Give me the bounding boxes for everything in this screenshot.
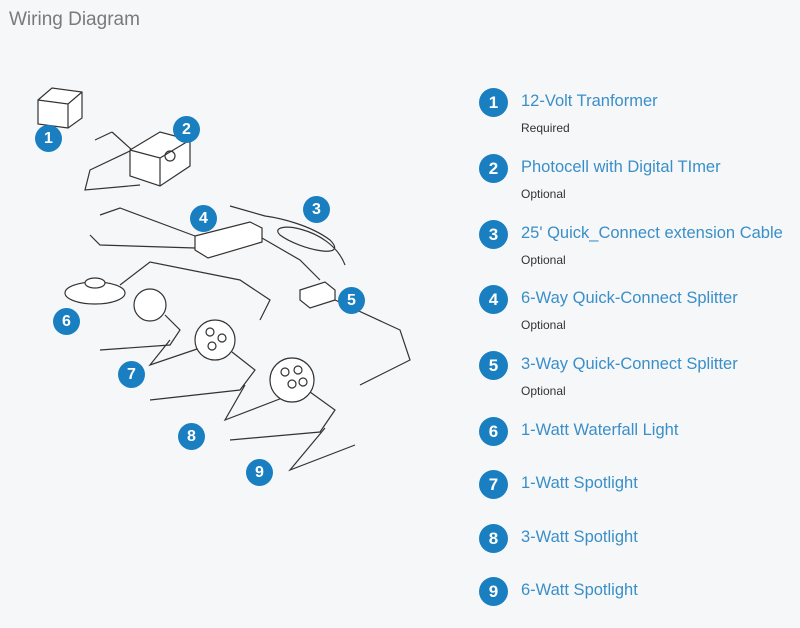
number-badge: 7 [479, 470, 508, 499]
number-badge: 5 [479, 351, 508, 380]
spotlight-6w-drawing [229, 357, 356, 472]
item-name-link[interactable]: 1-Watt Spotlight [521, 474, 638, 492]
item-name-link[interactable]: 3-Watt Spotlight [521, 528, 638, 546]
splitter-3way-drawing [299, 281, 411, 386]
item-requirement: Optional [521, 187, 566, 201]
waterfall-light-drawing [64, 261, 271, 321]
diagram-marker-2: 2 [173, 116, 200, 143]
item-requirement: Optional [521, 318, 566, 332]
splitter-6way-drawing [89, 207, 321, 281]
item-name-link[interactable]: 12-Volt Tranformer [521, 92, 658, 110]
item-requirement: Optional [521, 384, 566, 398]
item-name-link[interactable]: 6-Way Quick-Connect Splitter [521, 289, 738, 307]
item-name-link[interactable]: 6-Watt Spotlight [521, 581, 638, 599]
photocell-timer-drawing [129, 131, 191, 187]
spotlight-1w-drawing [99, 288, 201, 367]
spotlight-3w-drawing [149, 319, 291, 422]
number-badge: 9 [479, 577, 508, 606]
item-name-link[interactable]: 3-Way Quick-Connect Splitter [521, 355, 738, 373]
item-name-link[interactable]: 25' Quick_Connect extension Cable [521, 224, 783, 242]
diagram-marker-7: 7 [118, 361, 145, 388]
diagram-marker-6: 6 [53, 308, 80, 335]
diagram-marker-4: 4 [190, 205, 217, 232]
item-name-link[interactable]: 1-Watt Waterfall Light [521, 421, 679, 439]
diagram-marker-5: 5 [338, 287, 365, 314]
number-badge: 3 [479, 220, 508, 249]
transformer-drawing [37, 87, 141, 191]
number-badge: 1 [479, 88, 508, 117]
item-requirement: Optional [521, 253, 566, 267]
diagram-marker-9: 9 [246, 459, 273, 486]
item-name-link[interactable]: Photocell with Digital TImer [521, 158, 721, 176]
wiring-diagram-illustration [37, 87, 411, 472]
number-badge: 8 [479, 524, 508, 553]
number-badge: 6 [479, 417, 508, 446]
number-badge: 4 [479, 285, 508, 314]
diagram-marker-1: 1 [35, 125, 62, 152]
page-title: Wiring Diagram [9, 9, 140, 30]
number-badge: 2 [479, 154, 508, 183]
diagram-marker-3: 3 [303, 196, 330, 223]
diagram-marker-8: 8 [178, 423, 205, 450]
extension-cable-drawing [229, 205, 346, 266]
item-requirement: Required [521, 121, 570, 135]
